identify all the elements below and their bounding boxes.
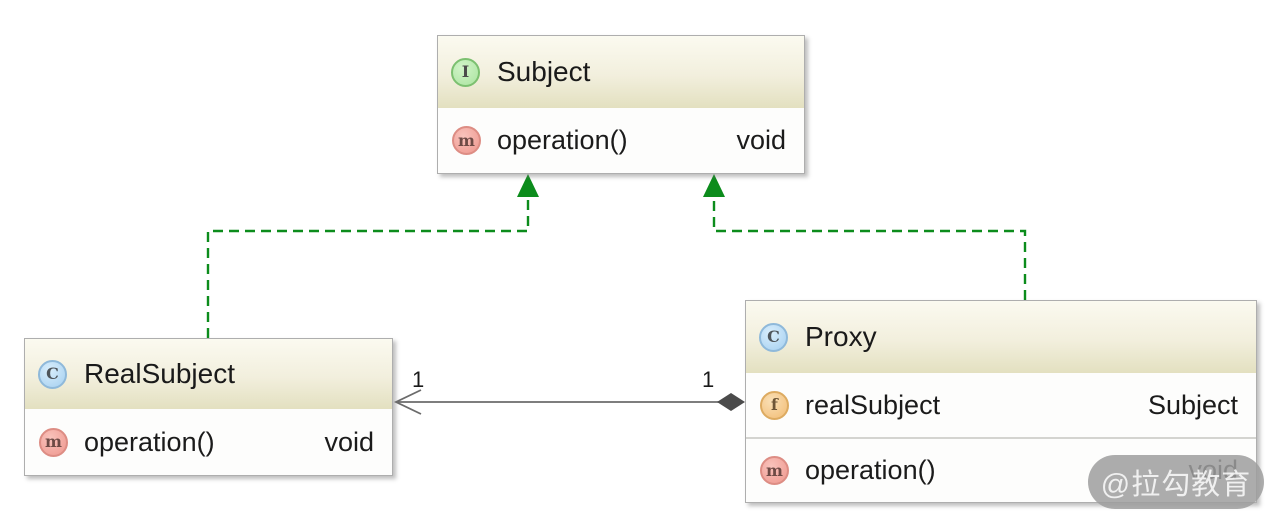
method-icon: m (452, 126, 481, 155)
member-name: operation() (805, 455, 936, 485)
aggregation-diamond (717, 393, 745, 411)
method-icon: m (760, 456, 789, 485)
class-header-proxy[interactable]: C Proxy (746, 301, 1256, 373)
field-icon: f (760, 390, 789, 420)
class-icon: C (38, 359, 67, 389)
member-name: operation() (497, 125, 628, 155)
class-header-subject[interactable]: I Subject (438, 36, 804, 108)
realization-edge-proxy-to-subject[interactable] (712, 196, 1027, 300)
member-type: void (736, 125, 786, 155)
class-box-realsubject[interactable]: C RealSubject m operation() void (24, 338, 393, 476)
class-box-subject[interactable]: I Subject m operation() void (437, 35, 805, 174)
member-row-proxy-realsubject-field[interactable]: f realSubject Subject (746, 373, 1256, 437)
interface-icon-letter: I (461, 62, 470, 81)
watermark-badge: @拉勾教育 (1088, 455, 1264, 509)
realization-arrowhead-left (517, 174, 539, 197)
class-name-realsubject: RealSubject (84, 358, 235, 389)
watermark-text: @拉勾教育 (1100, 469, 1252, 501)
realization-arrowhead-right (703, 174, 725, 197)
method-icon-letter: m (458, 130, 475, 150)
member-name: operation() (84, 426, 215, 457)
realization-edge-realsubject-to-subject[interactable] (206, 196, 530, 338)
member-row-subject-operation[interactable]: m operation() void (438, 108, 804, 173)
multiplicity-label-proxy-end[interactable]: 1 (702, 367, 715, 392)
method-icon: m (39, 427, 68, 457)
member-type: Subject (1147, 389, 1238, 420)
multiplicity-label-realsubject-end[interactable]: 1 (412, 367, 425, 392)
member-row-realsubject-operation[interactable]: m operation() void (25, 409, 392, 475)
class-name-subject: Subject (497, 56, 591, 87)
method-icon-letter: m (45, 432, 62, 451)
class-icon-letter: C (46, 364, 59, 383)
class-icon-letter: C (767, 327, 780, 346)
member-name: realSubject (805, 389, 941, 420)
association-open-arrowhead (393, 389, 422, 415)
method-icon-letter: m (766, 460, 783, 480)
class-header-realsubject[interactable]: C RealSubject (25, 339, 392, 409)
field-icon-letter: f (771, 395, 778, 414)
interface-icon: I (451, 57, 480, 87)
class-icon: C (759, 322, 788, 352)
member-type: void (324, 426, 374, 457)
class-name-proxy: Proxy (805, 321, 877, 352)
class-box-proxy[interactable]: C Proxy f realSubject Subject m operatio… (745, 300, 1257, 503)
